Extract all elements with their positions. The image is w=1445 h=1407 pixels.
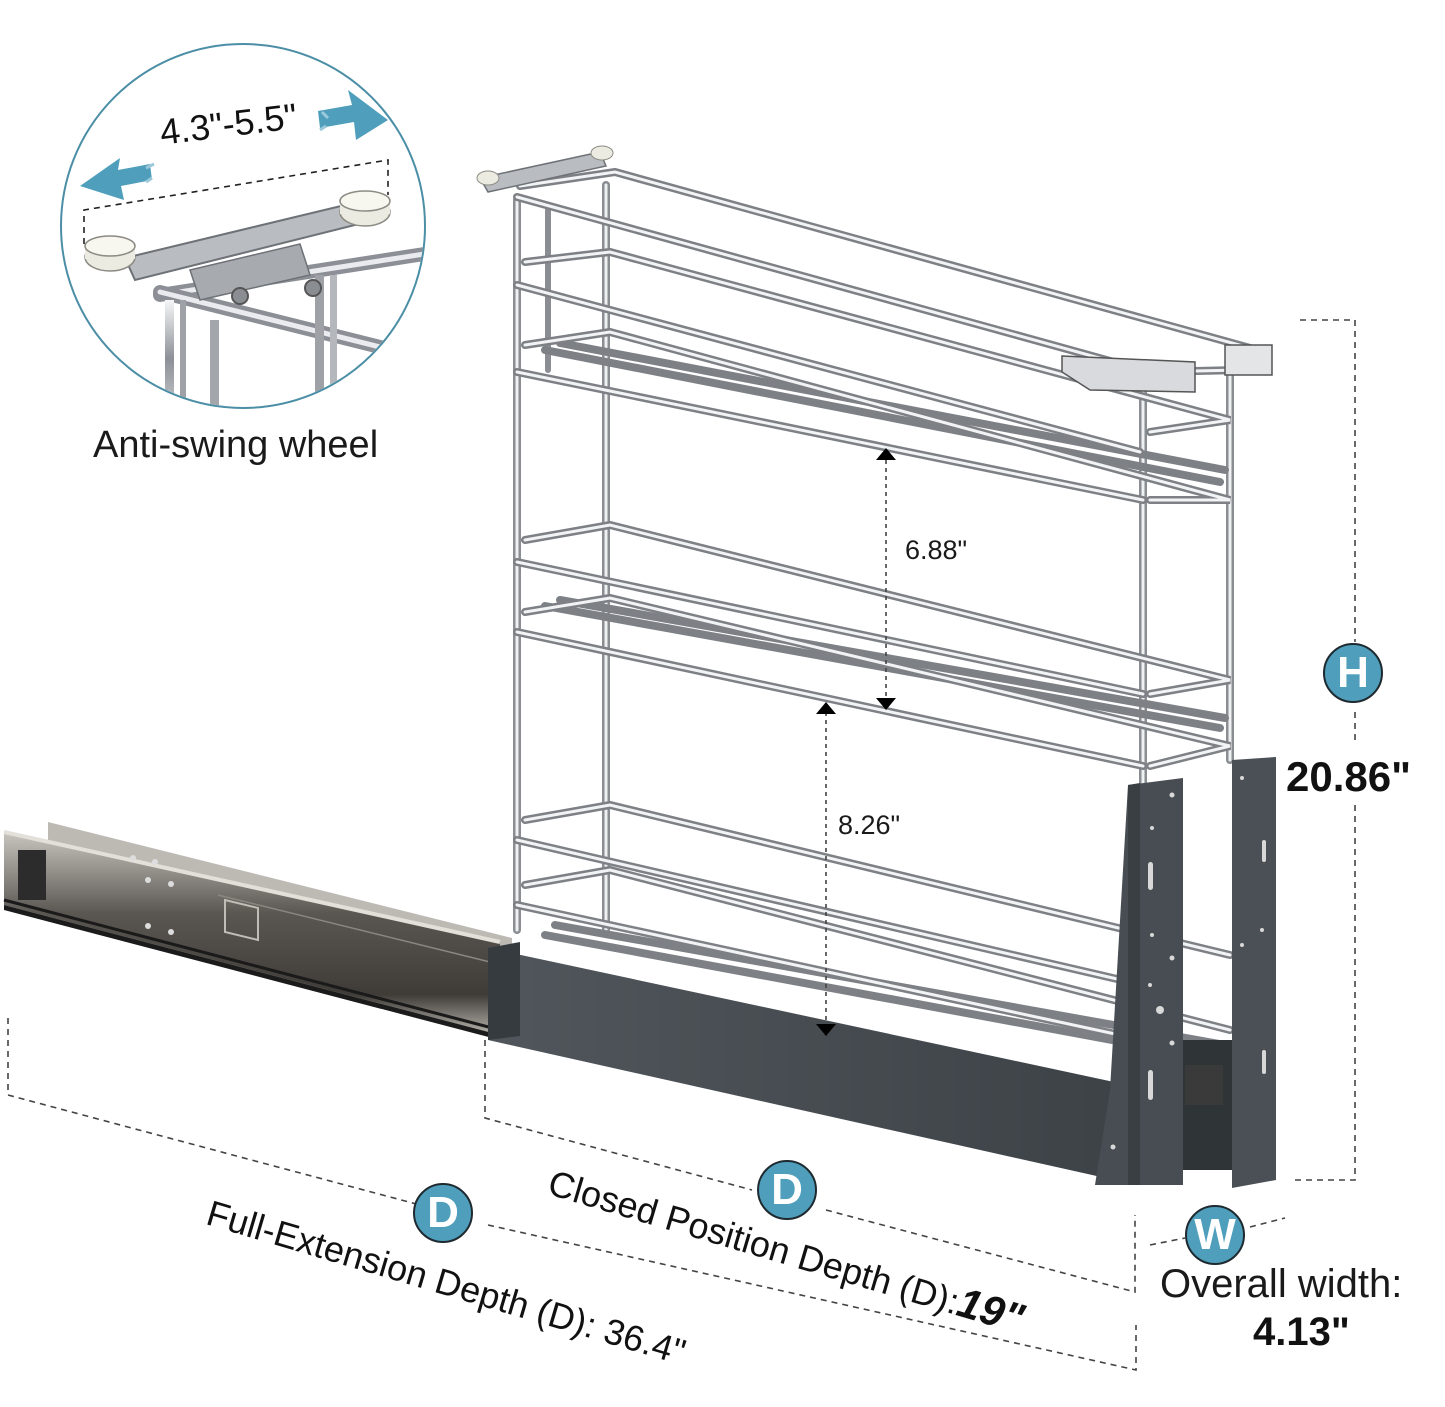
drawer-slide-rail: [3, 822, 512, 1040]
height-value: 20.86": [1286, 753, 1412, 800]
height-badge: H: [1323, 643, 1383, 703]
closed-depth-badge: D: [757, 1160, 817, 1220]
width-label: Overall width:: [1160, 1262, 1403, 1306]
dimension-arrows: [816, 448, 896, 1036]
dimension-lines: [7, 319, 1356, 1371]
inset-caption: Anti-swing wheel: [93, 424, 379, 466]
wire-rack: [476, 145, 1273, 1064]
full-depth-badge: D: [413, 1183, 473, 1243]
upper-shelf-spacing: 6.88": [905, 535, 968, 565]
lower-shelf-spacing: 8.26": [838, 810, 901, 840]
inset-circle: [60, 43, 426, 409]
double-arrow-icon: [80, 90, 388, 200]
width-badge: W: [1185, 1205, 1245, 1265]
width-value: 4.13": [1253, 1310, 1350, 1354]
dark-base-frame: [488, 757, 1276, 1188]
